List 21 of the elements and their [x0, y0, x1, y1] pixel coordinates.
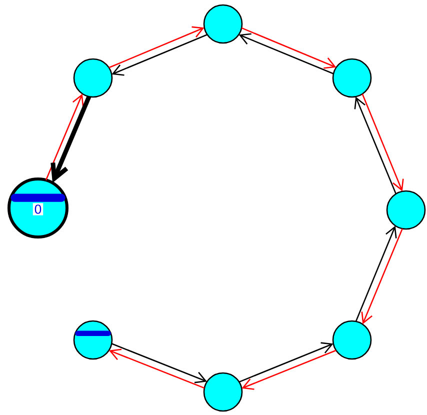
arrow — [355, 226, 397, 322]
list-node-circle — [203, 372, 243, 412]
arrow — [108, 348, 205, 389]
list-node-circle — [332, 58, 372, 98]
arrow — [241, 27, 336, 69]
arrow — [45, 94, 84, 180]
arrow — [242, 350, 336, 390]
arrow — [50, 96, 92, 183]
arrow — [108, 26, 204, 68]
list-node-circle — [386, 190, 426, 230]
arrow — [112, 34, 208, 76]
arrow — [111, 343, 208, 384]
list-node-circle — [73, 320, 113, 360]
arrow — [361, 228, 403, 324]
list-node-circle — [73, 58, 113, 98]
list-node-circle — [332, 320, 372, 360]
arrow — [354, 96, 397, 194]
arrow — [362, 94, 404, 192]
arrow — [238, 342, 334, 383]
list-node-circle — [203, 4, 243, 44]
arrow — [238, 33, 334, 74]
